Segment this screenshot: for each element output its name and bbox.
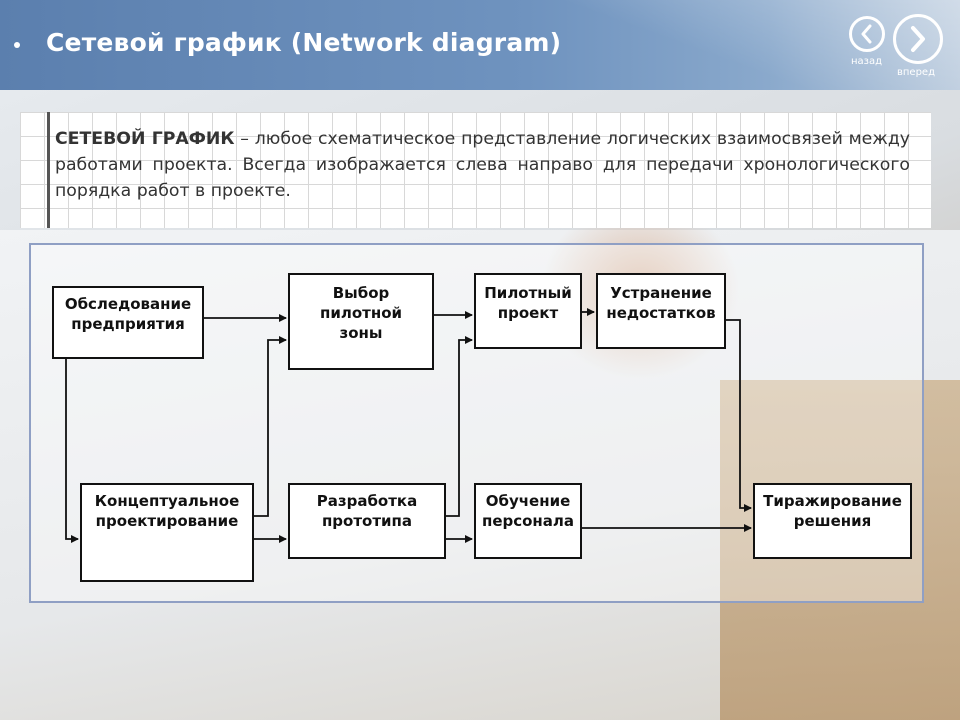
node-concept-design-label: Концептуальное проектирование (94, 492, 240, 530)
chevron-right-icon (911, 26, 925, 52)
forward-button[interactable] (893, 14, 943, 64)
page-title: Сетевой график (Network diagram) (46, 28, 562, 57)
node-prototype-label: Разработка прототипа (316, 492, 418, 530)
title-bullet (14, 42, 20, 48)
node-rollout: Тиражирование решения (753, 483, 912, 559)
node-prototype: Разработка прототипа (288, 483, 446, 559)
node-fix-defects-label: Устранение недостатков (606, 284, 716, 322)
node-training: Обучение персонала (474, 483, 582, 559)
node-concept-design: Концептуальное проектирование (80, 483, 254, 582)
node-survey: Обследование предприятия (52, 286, 204, 359)
forward-button-label[interactable]: вперед (897, 67, 935, 78)
chevron-left-icon (861, 24, 872, 44)
node-pilot-project: Пилотный проект (474, 273, 582, 349)
node-pilot-project-label: Пилотный проект (484, 284, 572, 322)
back-button-label[interactable]: назад (851, 56, 883, 67)
node-rollout-label: Тиражирование решения (763, 492, 902, 530)
node-training-label: Обучение персонала (481, 492, 575, 530)
definition-box: СЕТЕВОЙ ГРАФИК – любое схематическое пре… (20, 112, 931, 228)
definition-term: СЕТЕВОЙ ГРАФИК (55, 129, 235, 149)
node-fix-defects: Устранение недостатков (596, 273, 726, 349)
node-pilot-zone-label: Выбор пилотной зоны (319, 284, 403, 342)
back-button[interactable] (849, 16, 885, 52)
header-band (0, 0, 960, 90)
node-pilot-zone: Выбор пилотной зоны (288, 273, 434, 370)
definition-body: – любое схематическое представление логи… (55, 129, 911, 201)
node-survey-label: Обследование предприятия (64, 295, 192, 333)
definition-text: СЕТЕВОЙ ГРАФИК – любое схематическое пре… (55, 126, 910, 204)
